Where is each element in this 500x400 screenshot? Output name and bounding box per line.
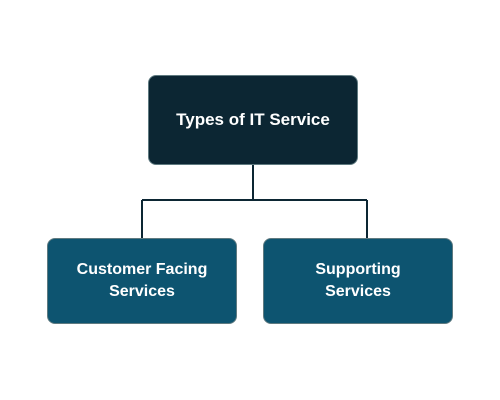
root-node: Types of IT Service xyxy=(148,75,358,165)
child-node-label: Customer Facing Services xyxy=(76,261,208,300)
child-node-customer-facing: Customer Facing Services xyxy=(47,238,237,324)
root-node-label: Types of IT Service xyxy=(176,110,330,129)
child-node-supporting: Supporting Services xyxy=(263,238,453,324)
child-node-label: Supporting Services xyxy=(315,261,401,300)
